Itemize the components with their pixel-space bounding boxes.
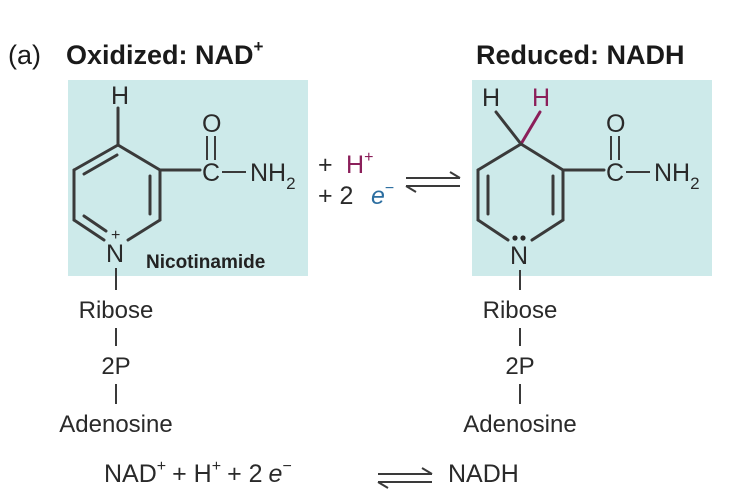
oxidized-amide-nh2: NH2 <box>250 159 296 193</box>
reduced-nh-text: NH <box>654 159 690 187</box>
oxidized-title-text: Oxidized: NAD <box>66 40 254 70</box>
equation-product: NADH <box>448 460 519 488</box>
panel-label: (a) <box>8 40 41 70</box>
reduced-amide-o: O <box>606 110 625 138</box>
oxidized-nh-text: NH <box>250 159 286 187</box>
oxidized-adenosine: Adenosine <box>59 411 172 438</box>
middle-electron-charge: − <box>385 180 394 197</box>
oxidized-amide-o: O <box>202 110 221 138</box>
reduced-adenosine: Adenosine <box>463 411 576 438</box>
middle-electron-coef: + 2 <box>318 182 353 210</box>
middle-electron: e− <box>371 180 394 210</box>
equilibrium-forward-head <box>449 171 461 179</box>
reduced-ring-n: N <box>510 242 528 270</box>
oxidized-double-bond-3 <box>82 214 108 233</box>
nicotinamide-label: Nicotinamide <box>146 252 265 273</box>
equation-nad: NAD <box>104 460 157 488</box>
reduced-ribose: Ribose <box>483 297 558 324</box>
lone-pair-dot-2 <box>520 235 526 241</box>
oxidized-title: Oxidized: NAD+ <box>66 37 264 70</box>
middle-electron-text: e <box>371 182 385 210</box>
middle-plus-1: + <box>318 151 333 179</box>
oxidized-double-bond-1 <box>82 153 119 176</box>
reduced-ring-h1: H <box>482 84 500 112</box>
oxidized-ring-h: H <box>111 82 129 110</box>
equation-e-charge: − <box>282 458 291 475</box>
reduced-ring: H H N C O NH2 <box>476 84 700 270</box>
reduced-ch1-bond <box>494 110 523 146</box>
oxidized-ring-n: N <box>106 240 124 268</box>
equation-plus-h: + H <box>172 460 212 488</box>
reduced-amide-nh2: NH2 <box>654 159 700 193</box>
reduced-bond-n-c6 <box>476 218 510 242</box>
middle-proton-charge: + <box>364 149 373 166</box>
oxidized-amide-c: C <box>202 159 220 187</box>
reduced-bond-c5-c4 <box>476 142 523 172</box>
reduced-ring-box <box>472 80 712 276</box>
equation-h-charge: + <box>212 458 221 475</box>
equation-forward-head <box>421 467 433 475</box>
oxidized-title-charge: + <box>254 37 264 56</box>
reaction-middle: + H+ + 2 e− <box>318 149 461 210</box>
oxidized-ribose: Ribose <box>79 297 154 324</box>
equation-plus-e: + 2 <box>227 460 262 488</box>
oxidized-ring-box <box>68 80 308 276</box>
reduced-amide-c: C <box>606 159 624 187</box>
reduced-nh-subscript: 2 <box>690 174 699 193</box>
oxidized-ring: H N + Nicotinamide C O NH2 <box>72 82 296 273</box>
reduced-bond-c2-n <box>530 218 565 242</box>
oxidized-bond-c4-c3 <box>116 143 162 172</box>
equation-e: e <box>269 460 283 488</box>
oxidized-bond-c2-n <box>126 218 162 242</box>
reduced-phosphate: 2P <box>505 353 534 380</box>
reduced-ch2-bond <box>519 110 542 146</box>
oxidized-nh-subscript: 2 <box>286 174 295 193</box>
oxidized-bond-n-c6 <box>72 218 106 242</box>
oxidized-n-charge: + <box>111 227 120 244</box>
reduced-ring-h2: H <box>532 84 550 112</box>
oxidized-bond-c5-c4 <box>72 143 120 172</box>
middle-proton-text: H <box>346 151 364 179</box>
equation-nad-charge: + <box>157 458 166 475</box>
equilibrium-reverse-head <box>405 185 417 193</box>
lone-pair-dot-1 <box>512 235 518 241</box>
oxidized-phosphate: 2P <box>101 353 130 380</box>
reduced-bond-c4-c3 <box>519 142 565 172</box>
reduced-title: Reduced: NADH <box>476 40 685 70</box>
equation-reverse-head <box>377 481 389 489</box>
middle-proton: H+ <box>346 149 373 179</box>
